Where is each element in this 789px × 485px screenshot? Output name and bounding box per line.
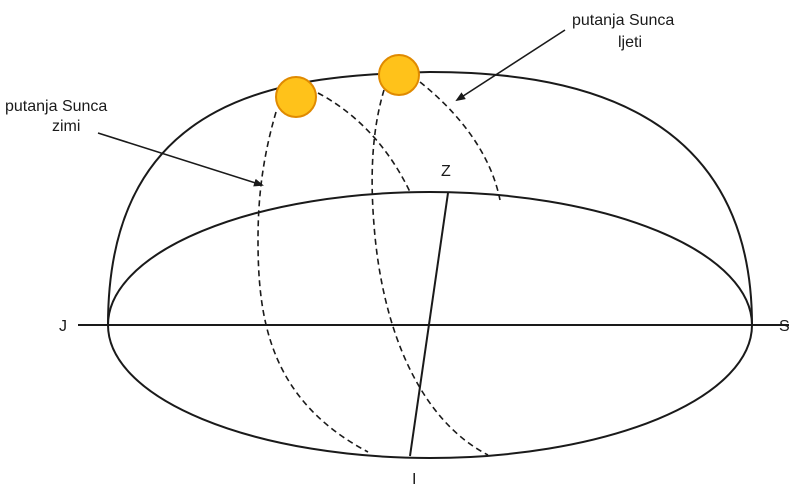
summer-path-arrow	[455, 29, 566, 102]
winter-sun-icon	[275, 76, 317, 118]
celestial-dome	[107, 70, 753, 326]
winter-sun-path-upper	[317, 92, 411, 193]
east-zenith-axis	[409, 192, 449, 457]
summer-path-label-line2: ljeti	[618, 34, 642, 51]
winter-path-arrow	[97, 132, 264, 187]
east-label: I	[412, 471, 416, 485]
south-label: J	[59, 318, 67, 335]
winter-path-label-line2: zimi	[52, 118, 80, 135]
summer-sun-path-upper	[419, 81, 501, 201]
summer-sun-icon	[378, 54, 420, 96]
zenith-label: Z	[441, 163, 451, 180]
summer-path-label-line1: putanja Sunca	[572, 12, 674, 29]
north-label: S	[779, 318, 789, 335]
winter-sun-path	[257, 111, 369, 453]
summer-sun-path	[371, 89, 489, 456]
winter-path-label-line1: putanja Sunca	[5, 98, 107, 115]
